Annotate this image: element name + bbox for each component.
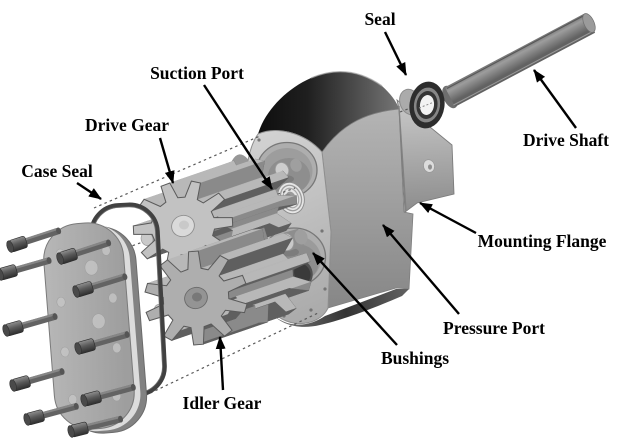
cover-bolt: [72, 273, 128, 298]
gears: [132, 158, 312, 346]
arrow-suction-port: [202, 84, 274, 190]
flange-crease: [398, 105, 407, 211]
label-drive-gear: Drive Gear: [85, 115, 169, 135]
label-seal: Seal: [364, 9, 395, 29]
shaft-bottom-highlight: [453, 30, 594, 106]
cover-bolt: [67, 415, 124, 438]
arrow-drive-gear: [158, 137, 175, 184]
cover-bolt: [6, 227, 62, 253]
cover-bolt: [56, 239, 112, 265]
idler-gear: [144, 228, 312, 346]
housing-top-highlight: [310, 71, 383, 87]
cover-bolt: [2, 313, 58, 337]
cover-bolt: [74, 331, 130, 355]
label-case-seal: Case Seal: [21, 161, 93, 181]
cover-bolt: [23, 402, 79, 426]
label-suction-port: Suction Port: [150, 63, 244, 83]
cover-plate-bolt-bosses: [55, 245, 122, 405]
arrow-seal: [383, 31, 408, 76]
cover-plate: [43, 222, 148, 434]
label-mounting-flange: Mounting Flange: [478, 231, 607, 251]
label-drive-shaft: Drive Shaft: [523, 130, 609, 150]
drive-shaft: [442, 13, 596, 109]
mounting-flange: [396, 98, 455, 213]
dotted-line-bottom: [139, 312, 319, 399]
cover-bolt: [0, 257, 52, 281]
shaft-tip: [582, 13, 596, 33]
dotted-line-top: [93, 135, 261, 209]
flange-bolt-hole-center: [428, 164, 432, 170]
arrow-bushings: [312, 252, 398, 346]
upper-bore: [256, 141, 318, 215]
housing-side-face: [321, 108, 414, 309]
cover-plate-face: [43, 222, 135, 430]
shaft-body: [444, 13, 596, 107]
arrow-mounting-flange: [419, 201, 477, 235]
arrow-drive-shaft: [533, 69, 577, 129]
seal-axis-dash: [418, 101, 435, 109]
cover-bolt: [80, 383, 136, 407]
label-bushings: Bushings: [381, 348, 449, 368]
cover-bolt: [9, 368, 65, 392]
label-idler-gear: Idler Gear: [183, 393, 262, 413]
arrow-case-seal: [76, 182, 102, 200]
shaft-top-edge: [446, 14, 587, 89]
housing-bottom-face: [270, 289, 409, 327]
housing-top-face: [258, 71, 399, 152]
arrow-pressure-port: [382, 224, 460, 315]
cover-bolts: [0, 227, 136, 438]
label-pressure-port: Pressure Port: [443, 318, 545, 338]
arrow-idler-gear: [215, 336, 226, 391]
